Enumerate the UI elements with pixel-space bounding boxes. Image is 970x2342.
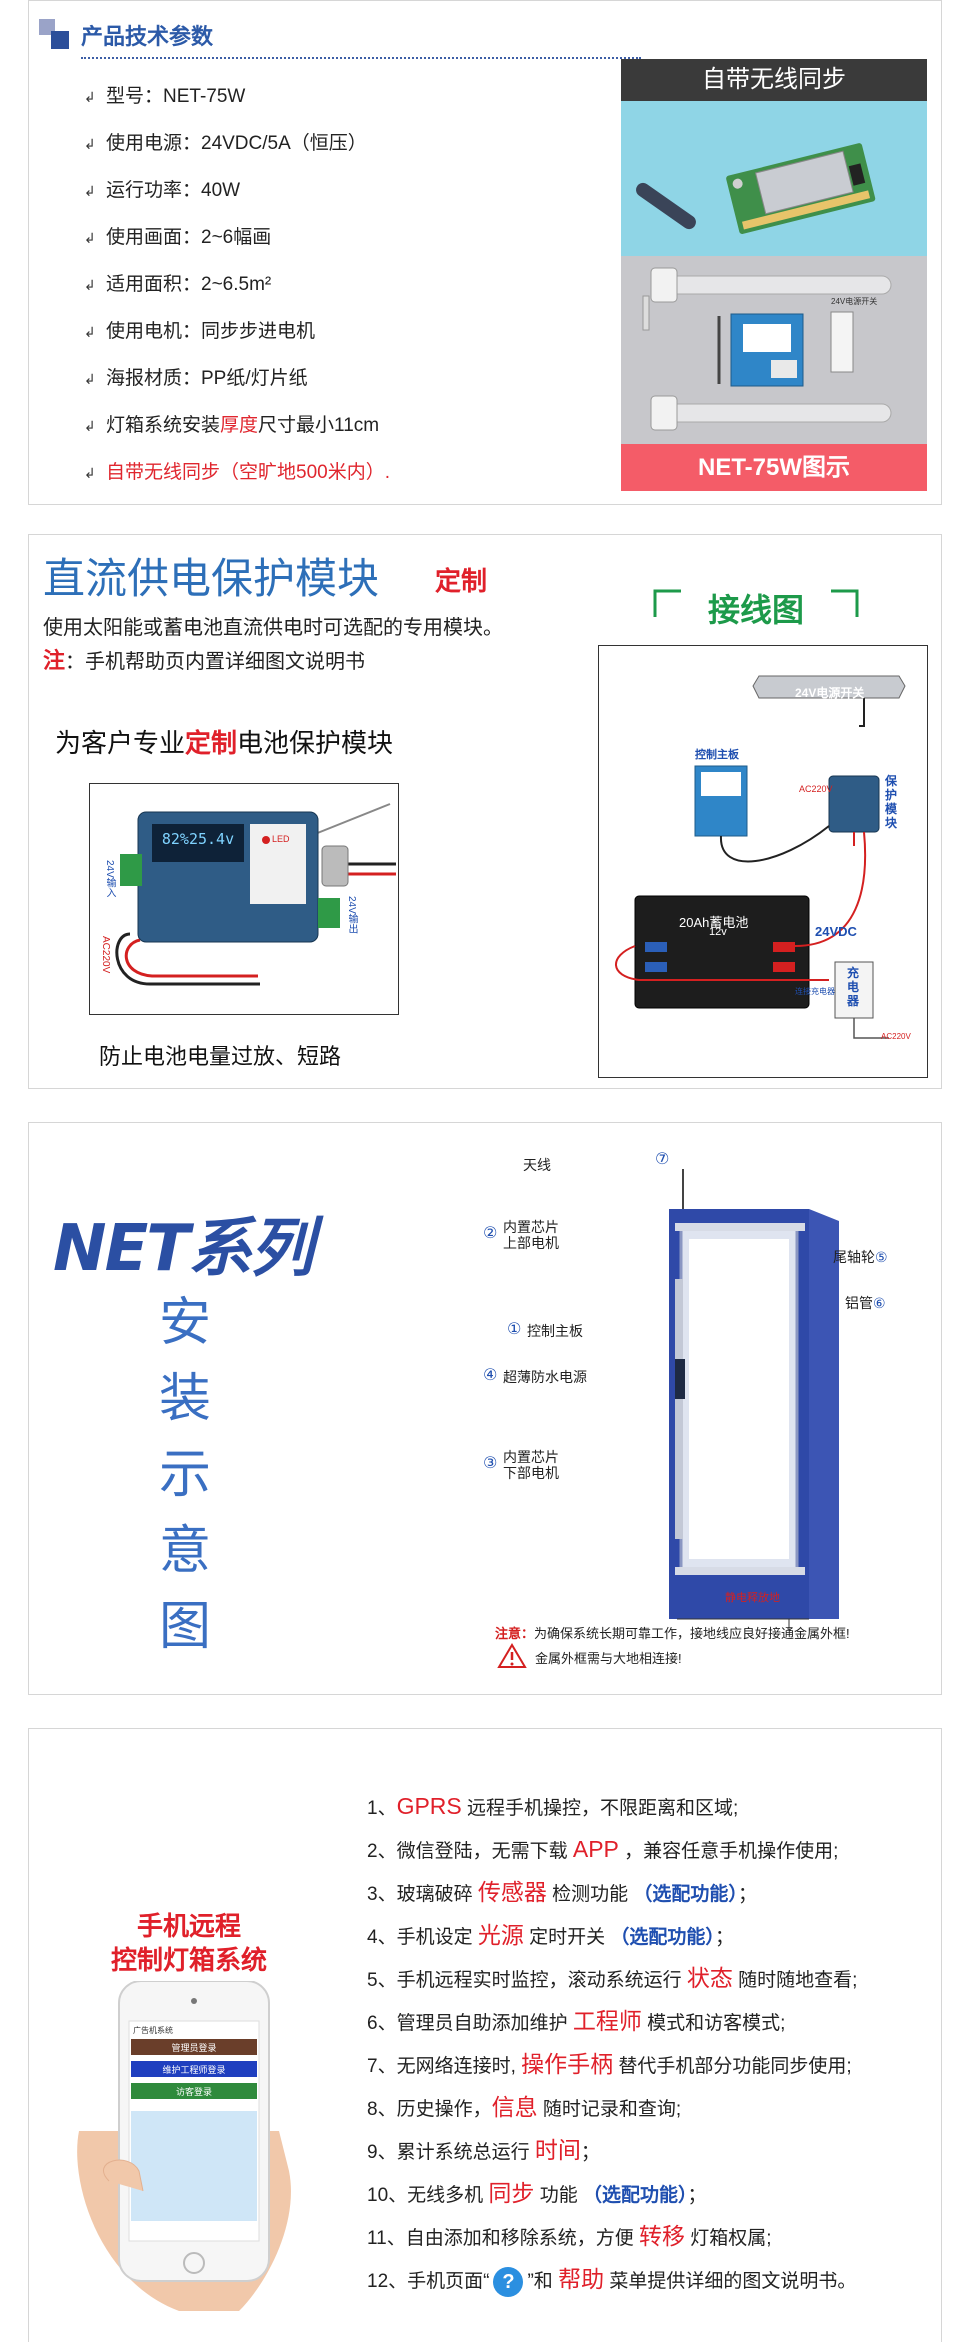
- wiring-psu-label: 24V电源开关: [795, 686, 865, 700]
- phone-in-hand: 广告机系统 管理员登录 维护工程师登录 访客登录: [69, 1980, 319, 2316]
- phone-header: 广告机系统: [133, 2026, 173, 2035]
- return-arrow-icon: ↲: [84, 277, 96, 293]
- product-photo: 24V电源开关: [621, 256, 927, 444]
- wiring-diagram: 24V电源开关 控制主板 AC220V 保护模块 20Ah蓄电池 12v 24V…: [598, 645, 928, 1078]
- feature-item: 10、无线多机 同步 功能 （选配功能）；: [367, 2180, 707, 2206]
- dc-module-title: 直流供电保护模块: [43, 554, 380, 603]
- lower-motor-label: 内置芯片 下部电机: [503, 1449, 559, 1481]
- warning-icon: [497, 1643, 527, 1668]
- feature-item: 1、GPRS 远程手机操控，不限距离和区域;: [367, 1793, 739, 1819]
- net-series-title: NET系列: [53, 1212, 314, 1286]
- figure-caption: NET-75W图示: [621, 444, 927, 491]
- wiring-ac220-label-2: AC220V: [881, 1032, 911, 1041]
- remote-control-panel: 手机远程 控制灯箱系统 广告机系统 管理员登录 维护工程师登录 访客登录 1、G…: [28, 1728, 942, 2342]
- return-arrow-icon: ↲: [84, 136, 96, 152]
- battery-display: 82%25.4v: [161, 830, 235, 848]
- product-specs-panel: 产品技术参数 ↲型号：NET-75W ↲使用电源：24VDC/5A（恒压） ↲运…: [28, 0, 942, 505]
- wiring-vdc-label: 24VDC: [815, 924, 857, 939]
- wiring-protect-label: 保护模块: [885, 774, 898, 830]
- dc-module-description: 使用太阳能或蓄电池直流供电时可选配的专用模块。: [43, 617, 503, 639]
- dc-module-note: 注：手机帮助页内置详细图文说明书: [43, 648, 366, 673]
- feature-list: 1、GPRS 远程手机操控，不限距离和区域; 2、微信登陆，无需下载 APP ，…: [367, 1785, 937, 2301]
- remote-title: 手机远程 控制灯箱系统: [110, 1911, 267, 1975]
- return-arrow-icon: ↲: [84, 324, 96, 340]
- spec-item-wireless: ↲自带无线同步（空旷地500米内）.: [84, 449, 644, 496]
- spec-item: ↲灯箱系统安装厚度尺寸最小11cm: [84, 402, 644, 449]
- battery-protect-photo: 82%25.4v 24V输入 AC220V 24V输出 LED: [89, 783, 399, 1015]
- ground-label: 静电释放地: [725, 1592, 780, 1604]
- wiring-title: 接线图: [641, 581, 871, 631]
- num-3: ③: [483, 1455, 498, 1472]
- battery-caption: 防止电池电量过放、短路: [99, 1044, 342, 1069]
- label-led: LED: [272, 834, 290, 844]
- lightbox-illustration: [669, 1169, 839, 1629]
- wireless-module-photo: [621, 101, 927, 256]
- num-7: ⑦: [655, 1151, 670, 1168]
- spec-list: ↲型号：NET-75W ↲使用电源：24VDC/5A（恒压） ↲运行功率：40W…: [84, 73, 644, 496]
- feature-item: 6、管理员自助添加维护 工程师 模式和访客模式;: [367, 2008, 786, 2034]
- specs-title: 产品技术参数: [81, 24, 214, 49]
- wiring-battery-label: 20Ah蓄电池: [679, 915, 749, 930]
- board-label: 控制主板: [527, 1323, 583, 1339]
- feature-item: 2、微信登陆，无需下载 APP ，兼容任意手机操作使用;: [367, 1836, 839, 1862]
- phone-guest-login-button[interactable]: 访客登录: [175, 2087, 212, 2097]
- phone-engineer-login-button[interactable]: 维护工程师登录: [162, 2065, 226, 2075]
- help-question-icon: ?: [493, 2266, 524, 2297]
- power-label: 超薄防水电源: [503, 1369, 587, 1385]
- spec-item: ↲使用电机：同步步进电机: [84, 308, 644, 355]
- feature-item: 5、手机远程实时监控，滚动系统运行 状态 随时随地查看;: [367, 1965, 858, 1991]
- upper-motor-label: 内置芯片 上部电机: [503, 1219, 559, 1251]
- wireless-banner: 自带无线同步: [621, 59, 927, 101]
- feature-item: 11、自由添加和移除系统，方便 转移 灯箱权属;: [367, 2223, 772, 2249]
- antenna-label: 天线: [523, 1157, 551, 1173]
- return-arrow-icon: ↲: [84, 465, 96, 481]
- num-2: ②: [483, 1225, 498, 1242]
- num-4: ④: [483, 1367, 498, 1384]
- wiring-ac220-label: AC220V: [799, 784, 833, 794]
- feature-item: 12、手机页面“?”和 帮助 菜单提供详细的图文说明书。: [367, 2258, 937, 2301]
- wireless-figure: 自带无线同步: [621, 59, 927, 491]
- spec-item: ↲使用电源：24VDC/5A（恒压）: [84, 120, 644, 167]
- feature-item: 3、玻璃破碎 传感器 检测功能 （选配功能）；: [367, 1879, 757, 1905]
- wiring-battery-volt: 12v: [709, 926, 727, 938]
- header-square-icon: [51, 31, 69, 49]
- label-ac220: AC220V: [100, 936, 111, 974]
- install-diagram-panel: NET系列 安 装 示 意 图 天线 ⑦ ② 内置芯片 上部电机 ① 控制主板 …: [28, 1122, 942, 1695]
- spec-item: ↲使用画面：2~6幅画: [84, 214, 644, 261]
- wiring-board-label: 控制主板: [695, 749, 739, 761]
- dc-module-panel: 直流供电保护模块 定制 使用太阳能或蓄电池直流供电时可选配的专用模块。 注：手机…: [28, 534, 942, 1089]
- feature-item: 9、累计系统总运行 时间；: [367, 2137, 600, 2163]
- return-arrow-icon: ↲: [84, 230, 96, 246]
- tail-wheel-label: 尾轴轮⑤: [833, 1249, 888, 1265]
- return-arrow-icon: ↲: [84, 371, 96, 387]
- install-vertical-title: 安 装 示 意 图: [158, 1293, 211, 1657]
- battery-module-subtitle: 为客户专业定制电池保护模块: [55, 728, 394, 758]
- return-arrow-icon: ↲: [84, 89, 96, 105]
- tube-label: 铝管⑥: [845, 1295, 886, 1311]
- phone-admin-login-button[interactable]: 管理员登录: [171, 2043, 217, 2053]
- power-switch-label: 24V电源开关: [831, 297, 878, 306]
- spec-item: ↲海报材质：PP纸/灯片纸: [84, 355, 644, 402]
- num-1: ①: [507, 1321, 522, 1338]
- return-arrow-icon: ↲: [84, 418, 96, 434]
- spec-item: ↲适用面积：2~6.5m²: [84, 261, 644, 308]
- wiring-charger-label: 充电器: [847, 966, 860, 1008]
- wiring-charge-label: 连接充电器: [795, 987, 835, 996]
- custom-tag: 定制: [435, 566, 488, 596]
- return-arrow-icon: ↲: [84, 183, 96, 199]
- feature-item: 4、手机设定 光源 定时开关 （选配功能）；: [367, 1922, 734, 1948]
- label-24v-out: 24V输出: [346, 896, 357, 934]
- spec-item: ↲运行功率：40W: [84, 167, 644, 214]
- feature-item: 7、无网络连接时, 操作手柄 替代手机部分功能同步使用;: [367, 2051, 852, 2077]
- feature-item: 8、历史操作，信息 随时记录和查询;: [367, 2094, 682, 2120]
- label-24v-in: 24V输入: [104, 860, 115, 898]
- install-note: 注意：为确保系统长期可靠工作，接地线应良好接通金属外框! 金属外框需与大地相连接…: [495, 1623, 935, 1668]
- dotted-divider: [81, 57, 641, 59]
- spec-item: ↲型号：NET-75W: [84, 73, 644, 120]
